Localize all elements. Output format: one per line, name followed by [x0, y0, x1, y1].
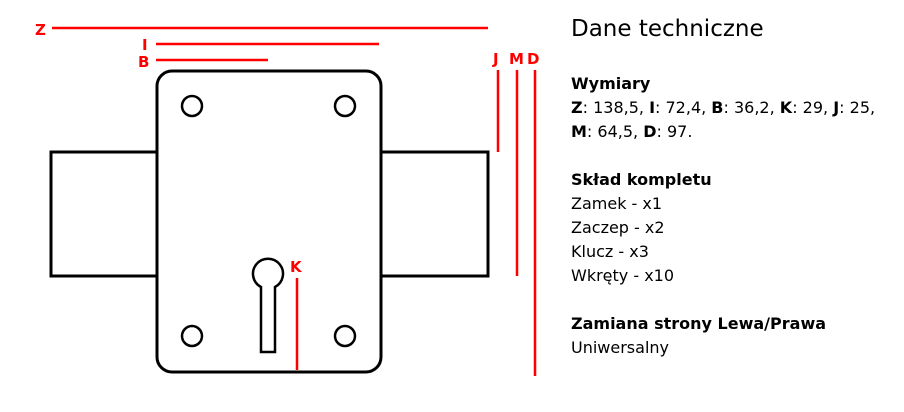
- dimensions-text: Z: 138,5, I: 72,4, B: 36,2, K: 29, J: 25…: [571, 98, 875, 141]
- lock-body: [155, 69, 383, 374]
- dim-key: D: [643, 122, 657, 141]
- dim-value: : 25,: [839, 98, 876, 117]
- label-b: B: [138, 53, 149, 71]
- label-z: Z: [35, 21, 46, 39]
- label-i: I: [142, 36, 148, 54]
- dim-key: J: [833, 98, 840, 117]
- kit-item: Klucz - x3: [571, 242, 649, 261]
- label-j: J: [492, 50, 499, 68]
- dim-key: B: [711, 98, 724, 117]
- tech-specs-panel: Dane techniczne Wymiary Z: 138,5, I: 72,…: [571, 14, 901, 384]
- kit-heading: Skład kompletu: [571, 170, 712, 189]
- panel-title: Dane techniczne: [571, 16, 764, 42]
- kit-item: Zaczep - x2: [571, 218, 665, 237]
- dimensions-section: Wymiary Z: 138,5, I: 72,4, B: 36,2, K: 2…: [571, 72, 901, 144]
- screw-hole: [333, 324, 357, 348]
- dim-key: Z: [571, 98, 583, 117]
- kit-item: Zamek - x1: [571, 194, 663, 213]
- dim-value: : 36,2,: [723, 98, 780, 117]
- kit-section: Skład kompletu Zamek - x1 Zaczep - x2 Kl…: [571, 168, 901, 288]
- left-bolt: [49, 150, 159, 278]
- screw-hole: [180, 94, 204, 118]
- side-section: Zamiana strony Lewa/Prawa Uniwersalny: [571, 312, 901, 360]
- side-heading: Zamiana strony Lewa/Prawa: [571, 314, 827, 333]
- dim-key: K: [779, 98, 793, 117]
- dim-value: : 97.: [656, 122, 693, 141]
- side-value: Uniwersalny: [571, 338, 669, 357]
- dim-key: M: [571, 122, 587, 141]
- label-k: K: [290, 258, 303, 276]
- kit-item: Wkręty - x10: [571, 266, 675, 285]
- keyhole: [251, 257, 285, 354]
- dimensions-heading: Wymiary: [571, 74, 651, 93]
- dim-value: : 138,5,: [582, 98, 650, 117]
- dim-value: : 72,4,: [655, 98, 712, 117]
- dim-key: I: [649, 98, 656, 117]
- screw-hole: [180, 324, 204, 348]
- screw-hole: [333, 94, 357, 118]
- right-bolt: [379, 150, 490, 278]
- dim-value: : 64,5,: [586, 122, 644, 141]
- label-d: D: [527, 50, 539, 68]
- label-m: M: [509, 50, 524, 68]
- dim-value: : 29,: [792, 98, 834, 117]
